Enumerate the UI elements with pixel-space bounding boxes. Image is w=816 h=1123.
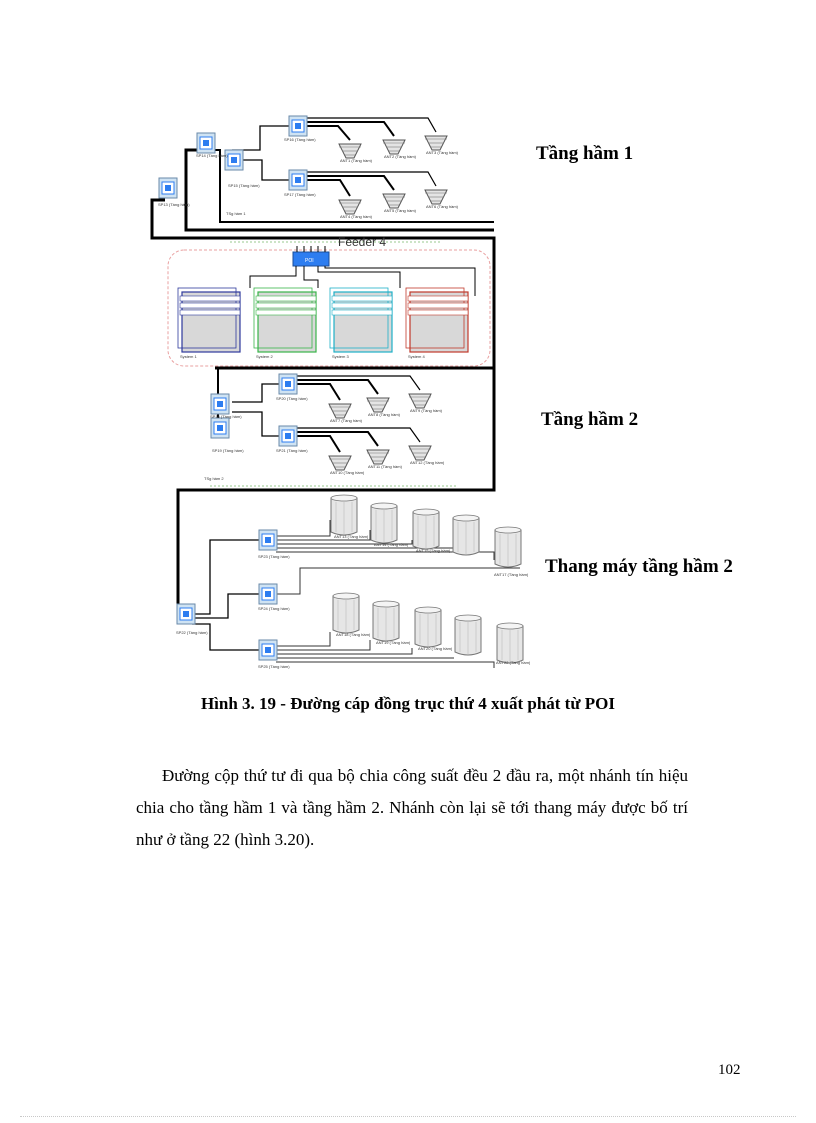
footer-divider <box>20 1116 796 1117</box>
svg-text:ANT15 (Tầng hầm): ANT15 (Tầng hầm) <box>416 548 451 553</box>
elevator-network: SP22 (Tầng hầm) SP23 (Tầng hầm) SP24 (Tầ… <box>176 494 531 669</box>
svg-text:SP20 (Tầng hầm): SP20 (Tầng hầm) <box>276 396 308 401</box>
svg-text:ANT8 (Tầng hầm): ANT8 (Tầng hầm) <box>368 412 401 417</box>
svg-text:ANT7 (Tầng hầm): ANT7 (Tầng hầm) <box>330 418 363 423</box>
svg-text:ANT20 (Tầng hầm): ANT20 (Tầng hầm) <box>418 646 453 651</box>
svg-text:SP14 (Tầng hầm): SP14 (Tầng hầm) <box>196 153 228 158</box>
svg-text:SP18 (Tầng hầm): SP18 (Tầng hầm) <box>210 414 242 419</box>
svg-text:ANT9 (Tầng hầm): ANT9 (Tầng hầm) <box>410 408 443 413</box>
svg-text:SP16 (Tầng hầm): SP16 (Tầng hầm) <box>284 137 316 142</box>
svg-text:ANT13 (Tầng hầm): ANT13 (Tầng hầm) <box>334 534 369 539</box>
svg-text:System 4: System 4 <box>408 354 425 359</box>
basement-1-network: SP13 (Tầng hầm) SP14 (Tầng hầm) SP15 (Tầ… <box>150 115 496 370</box>
svg-text:ANT6 (Tầng hầm): ANT6 (Tầng hầm) <box>426 204 459 209</box>
svg-text:ANT14 (Tầng hầm): ANT14 (Tầng hầm) <box>374 542 409 547</box>
svg-text:ANT3 (Tầng hầm): ANT3 (Tầng hầm) <box>426 150 459 155</box>
svg-text:TSg hầm 1: TSg hầm 1 <box>226 211 246 216</box>
svg-text:SP24 (Tầng hầm): SP24 (Tầng hầm) <box>258 606 290 611</box>
body-paragraph: Đường cộp thứ tư đi qua bộ chia công suấ… <box>136 760 688 856</box>
svg-text:SP17 (Tầng hầm): SP17 (Tầng hầm) <box>284 192 316 197</box>
basement-2-network: SP18 (Tầng hầm) SP19 (Tầng hầm) SP20 (Tầ… <box>176 368 496 608</box>
svg-text:SP19 (Tầng hầm): SP19 (Tầng hầm) <box>212 448 244 453</box>
svg-text:ANT11 (Tầng hầm): ANT11 (Tầng hầm) <box>368 464 403 469</box>
svg-text:ANT19 (Tầng hầm): ANT19 (Tầng hầm) <box>376 640 411 645</box>
svg-text:ANT10 (Tầng hầm): ANT10 (Tầng hầm) <box>330 470 365 475</box>
svg-text:SP23 (Tầng hầm): SP23 (Tầng hầm) <box>258 554 290 559</box>
poi-feeder-section: System 1 System 2 System 3 System 4 <box>167 241 491 367</box>
label-basement-1: Tầng hầm 1 <box>536 143 634 164</box>
body-paragraph-block: Đường cộp thứ tư đi qua bộ chia công suấ… <box>136 760 688 856</box>
svg-text:ANT5 (Tầng hầm): ANT5 (Tầng hầm) <box>384 208 417 213</box>
svg-text:ANT17 (Tầng hầm): ANT17 (Tầng hầm) <box>494 572 529 577</box>
svg-text:ANT12 (Tầng hầm): ANT12 (Tầng hầm) <box>410 460 445 465</box>
svg-text:TSg hầm 2: TSg hầm 2 <box>204 476 224 481</box>
svg-text:System 1: System 1 <box>180 354 197 359</box>
coaxial-cable-diagram: SP13 (Tầng hầm) SP14 (Tầng hầm) SP15 (Tầ… <box>150 115 531 669</box>
label-basement-2: Tầng hầm 2 <box>541 409 639 430</box>
svg-text:System 3: System 3 <box>332 354 349 359</box>
svg-text:System 2: System 2 <box>256 354 273 359</box>
svg-text:ANT18 (Tầng hầm): ANT18 (Tầng hầm) <box>336 632 371 637</box>
svg-text:SP13 (Tầng hầm): SP13 (Tầng hầm) <box>158 202 190 207</box>
svg-text:ANT4 (Tầng hầm): ANT4 (Tầng hầm) <box>340 214 373 219</box>
svg-text:SP21 (Tầng hầm): SP21 (Tầng hầm) <box>276 448 308 453</box>
svg-text:SP15 (Tầng hầm): SP15 (Tầng hầm) <box>228 183 260 188</box>
svg-text:ANT2 (Tầng hầm): ANT2 (Tầng hầm) <box>384 154 417 159</box>
feeder-label: Feeder 4 <box>338 235 386 249</box>
poi-label: POI <box>305 258 314 264</box>
svg-text:ANT22 (Tầng hầm): ANT22 (Tầng hầm) <box>496 660 531 665</box>
label-elevator-basement-2: Thang máy tầng hầm 2 <box>545 556 733 577</box>
page-number: 102 <box>718 1062 741 1078</box>
body-paragraph-text: Đường cộp thứ tư đi qua bộ chia công suấ… <box>136 766 688 849</box>
svg-text:SP25 (Tầng hầm): SP25 (Tầng hầm) <box>258 664 290 669</box>
figure-caption: Hình 3. 19 - Đường cáp đồng trục thứ 4 x… <box>200 694 616 713</box>
svg-text:ANT1 (Tầng hầm): ANT1 (Tầng hầm) <box>340 158 373 163</box>
svg-text:SP22 (Tầng hầm): SP22 (Tầng hầm) <box>176 630 208 635</box>
